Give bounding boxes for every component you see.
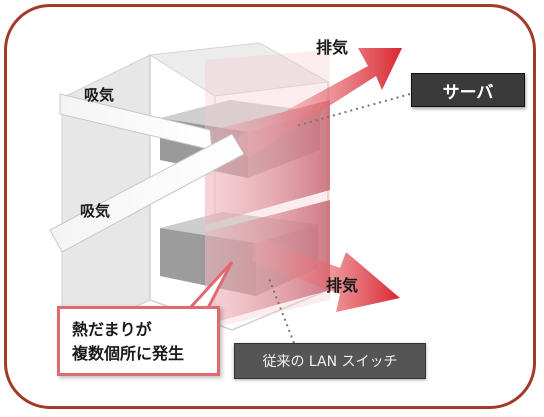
- heat-zone-upper: [205, 100, 330, 225]
- exhaust-arrow-bottom: [252, 236, 400, 312]
- heat-glow: [205, 50, 330, 330]
- heat-callout: 熱だまりが 複数個所に発生: [57, 306, 220, 376]
- exhaust-label-top: 排気: [316, 38, 349, 57]
- intake-arrow-lower: [49, 133, 245, 253]
- server-leader-line: [295, 93, 411, 127]
- callout-line-2: 複数個所に発生: [72, 344, 185, 363]
- server-tag: サーバ: [411, 73, 525, 107]
- callout-line-1: 熱だまりが: [72, 320, 152, 339]
- exhaust-arrow-top: [236, 48, 402, 158]
- intake-label-upper: 吸気: [84, 86, 115, 104]
- server-unit-top: [160, 100, 320, 132]
- exhaust-label-bottom: 排気: [326, 276, 359, 295]
- lan-switch-tag: 従来の LAN スイッチ: [234, 343, 426, 379]
- intake-label-lower: 吸気: [80, 202, 111, 220]
